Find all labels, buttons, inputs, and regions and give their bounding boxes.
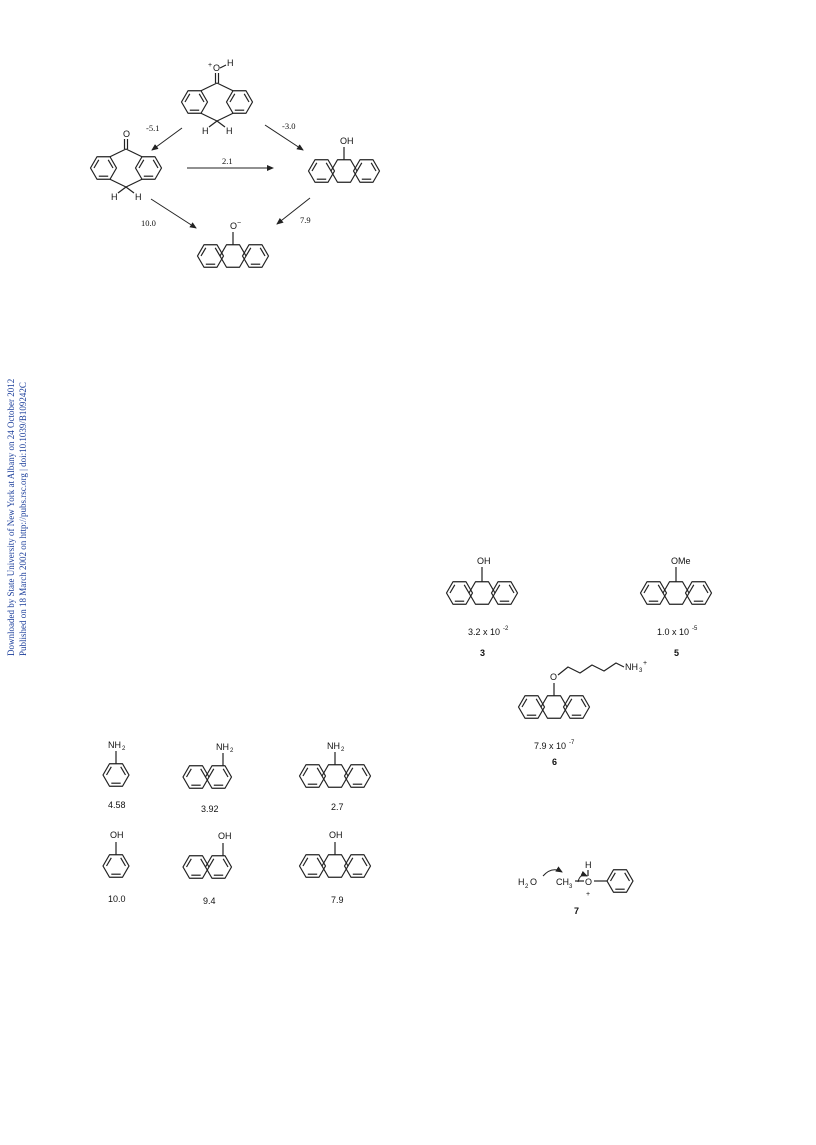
compound-7-charge: + (586, 891, 590, 898)
value-right-to-bottom: 7.9 (300, 215, 311, 225)
compound-6-chain-end: NH (625, 662, 638, 672)
amine-anthracene-group: NH (327, 741, 340, 751)
phenol: OH 10.0 (102, 830, 130, 904)
water-sub: 2 (525, 884, 529, 890)
compound-6-sup: + (643, 660, 647, 667)
top-oxygen: O (213, 63, 220, 73)
naphthol: OH 9.4 (182, 831, 233, 906)
compound-6-oxygen: O (550, 672, 557, 682)
compound-5-value: 1.0 x 10 (657, 627, 689, 637)
left-h-right: H (135, 192, 142, 202)
anthrol-group: OH (329, 830, 343, 840)
margin-note-line1: Downloaded by State University of New Yo… (6, 379, 16, 656)
amine-anthracene-sub: 2 (341, 747, 345, 753)
compound-3-value: 3.2 x 10 (468, 627, 500, 637)
compound-6: O NH 3 + 7.9 x 10 -7 6 (519, 660, 647, 767)
amine-benzene: NH 2 4.58 (102, 740, 130, 810)
compound-7-proton: H (585, 860, 592, 870)
naphthol-value: 9.4 (203, 896, 216, 906)
bottom-oxygen: O (230, 221, 237, 231)
value-left-to-bottom: 10.0 (141, 218, 156, 228)
right-oh: OH (340, 136, 354, 146)
amine-anthracene-value: 2.7 (331, 802, 344, 812)
compound-3: OH 3.2 x 10 -2 3 (447, 556, 518, 658)
compound-6-value: 7.9 x 10 (534, 741, 566, 751)
arrow-top-to-left (151, 127, 183, 151)
compound-6-number: 6 (552, 757, 557, 767)
methyl-sub: 3 (569, 884, 573, 890)
compound-5-number: 5 (674, 648, 679, 658)
value-left-to-right: 2.1 (222, 156, 233, 166)
phenol-group: OH (110, 830, 124, 840)
amine-benzene-value: 4.58 (108, 800, 126, 810)
margin-note-line2: Published on 18 March 2002 on http://pub… (18, 382, 28, 656)
compound-5-exponent: -5 (692, 626, 698, 632)
compound-3-exponent: -2 (503, 626, 509, 632)
left-h-left: H (111, 192, 118, 202)
anthrol: OH 7.9 (300, 830, 371, 905)
amine-naphthalene: NH 2 3.92 (182, 742, 234, 814)
top-species: O + H H H (182, 58, 253, 136)
bottom-charge: − (237, 220, 241, 227)
value-top-to-right: -3.0 (282, 121, 295, 131)
amine-benzene-sub: 2 (122, 746, 126, 752)
compound-7: H 2 O CH 3 O H + 7 (518, 860, 634, 916)
compound-7-oxygen: O (585, 877, 592, 887)
top-oh-h: H (227, 58, 234, 68)
compound-3-number: 3 (480, 648, 485, 658)
water-o: O (530, 877, 537, 887)
compound-3-group: OH (477, 556, 491, 566)
amine-naphthalene-group: NH (216, 742, 229, 752)
bottom-species: O − (198, 220, 269, 267)
arrow-top-to-right (264, 124, 304, 151)
top-ch2-h-left: H (202, 126, 209, 136)
arrow-right-to-bottom (276, 197, 311, 225)
amine-naphthalene-value: 3.92 (201, 804, 219, 814)
compound-6-sub: 3 (639, 668, 643, 674)
compound-5-group: OMe (671, 556, 691, 566)
left-species: O H H (91, 129, 162, 202)
top-ch2-h-right: H (226, 126, 233, 136)
arrow-left-to-bottom (150, 198, 197, 229)
phenol-value: 10.0 (108, 894, 126, 904)
naphthol-group: OH (218, 831, 232, 841)
compound-7-number: 7 (574, 906, 579, 916)
water-h: H (518, 877, 525, 887)
compound-5: OMe 1.0 x 10 -5 5 (641, 556, 712, 658)
value-top-to-left: -5.1 (146, 123, 159, 133)
compound-6-exponent: -7 (569, 740, 575, 746)
left-oxygen: O (123, 129, 130, 139)
right-species: OH (309, 136, 380, 182)
curved-arrow-water (542, 866, 563, 877)
anthrol-value: 7.9 (331, 895, 344, 905)
amine-anthracene: NH 2 2.7 (300, 741, 371, 812)
amine-benzene-group: NH (108, 740, 121, 750)
scheme-top: O + H H H O H H OH O − (91, 58, 380, 267)
methyl-ch: CH (556, 877, 569, 887)
amine-naphthalene-sub: 2 (230, 748, 234, 754)
top-charge: + (208, 62, 212, 69)
margin-note: Downloaded by State University of New Yo… (0, 0, 40, 1145)
grid-table: NH 2 4.58 NH 2 3.92 NH 2 2.7 OH 10.0 (102, 740, 371, 906)
